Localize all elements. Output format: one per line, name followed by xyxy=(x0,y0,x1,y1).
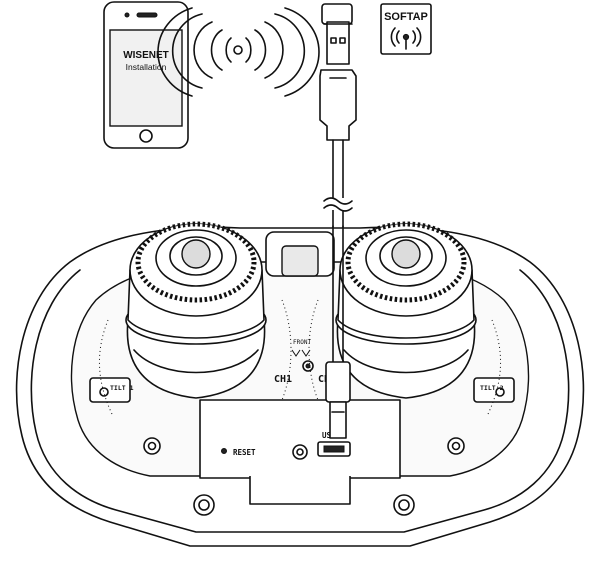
antenna-icon xyxy=(390,27,422,50)
screw-icon xyxy=(447,437,465,455)
phone-app-name-text: Installation xyxy=(126,62,167,72)
channel-label-ch1: CH1 xyxy=(274,374,292,385)
phone-camera xyxy=(124,12,130,18)
tilt-label-left: TILT 1 xyxy=(110,384,134,392)
screw-icon xyxy=(143,437,161,455)
softap-badge: SOFTAP xyxy=(380,3,432,55)
screw-icon xyxy=(193,494,215,516)
smartphone: WISENET Installation xyxy=(103,1,189,149)
usb-label: USB xyxy=(322,431,336,440)
phone-speaker xyxy=(136,12,158,18)
usb-cable-front xyxy=(325,225,351,439)
screw-icon xyxy=(292,444,308,460)
camera-lens-left xyxy=(125,221,267,399)
usb-wifi-dongle xyxy=(321,3,353,65)
tilt-label-right: TILT 2 xyxy=(480,384,504,392)
front-label: FRONT xyxy=(293,339,311,346)
phone-home-button-icon xyxy=(139,129,153,143)
wifi-signal-icon xyxy=(157,7,320,97)
dual-camera-body: RESET USB TILT 1 TILT 2 CH1 CH2 FRONT xyxy=(15,226,585,547)
camera-lens-right xyxy=(335,221,477,399)
reset-button[interactable] xyxy=(221,448,227,454)
screw-icon xyxy=(393,494,415,516)
softap-label: SOFTAP xyxy=(384,11,428,23)
reset-label: RESET xyxy=(233,448,256,457)
phone-brand-text: WISENET xyxy=(123,50,169,61)
